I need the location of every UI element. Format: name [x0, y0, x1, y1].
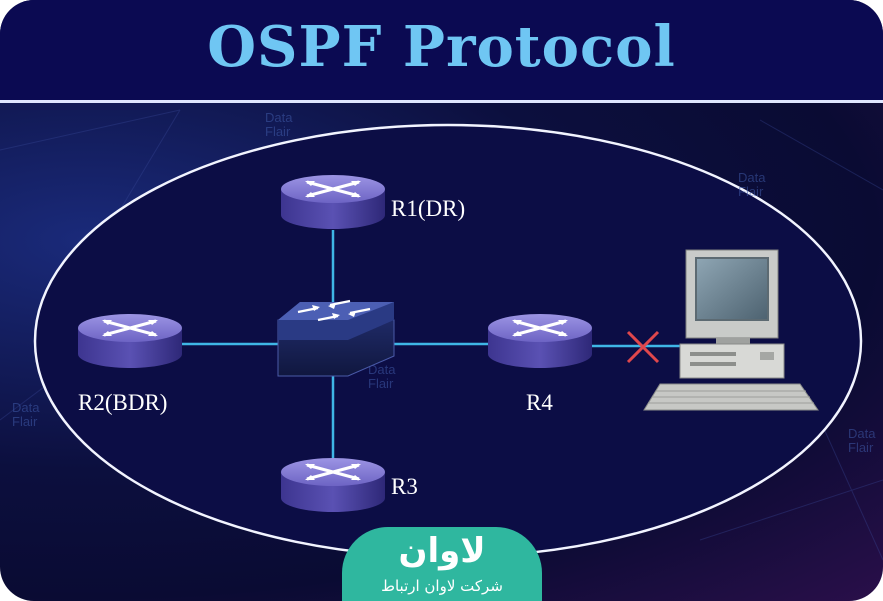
router-r4-icon — [486, 312, 594, 370]
router-r1-icon — [279, 173, 387, 231]
watermark-text: Data — [738, 170, 766, 185]
watermark-text: Data — [12, 400, 40, 415]
router-r3-icon — [279, 456, 387, 514]
watermark-group: Data Flair Data Flair Data Flair Data Fl… — [12, 110, 876, 455]
company-logo: لاوان شرکت لاوان ارتباط — [342, 527, 542, 601]
page-title: OSPF Protocol — [207, 14, 676, 80]
watermark-text: Flair — [265, 124, 291, 139]
blocked-link-x-icon — [626, 330, 660, 364]
router-r2-icon — [76, 312, 184, 370]
watermark-text: Flair — [738, 184, 764, 199]
router-r1-label: R1(DR) — [391, 196, 465, 221]
workstation-icon — [643, 249, 819, 411]
switch-icon — [277, 299, 395, 377]
router-r2-label: R2(BDR) — [78, 390, 167, 415]
header-bar: OSPF Protocol — [0, 0, 883, 103]
router-r4-label: R4 — [526, 390, 553, 415]
watermark-text: Flair — [368, 376, 394, 391]
logo-mark: لاوان — [398, 531, 486, 571]
watermark-text: Data — [848, 426, 876, 441]
watermark-text: Data — [265, 110, 293, 125]
logo-tagline: شرکت لاوان ارتباط — [381, 577, 503, 595]
watermark-text: Data — [368, 362, 396, 377]
router-r3-label: R3 — [391, 474, 418, 499]
watermark-text: Flair — [848, 440, 874, 455]
watermark-text: Flair — [12, 414, 38, 429]
